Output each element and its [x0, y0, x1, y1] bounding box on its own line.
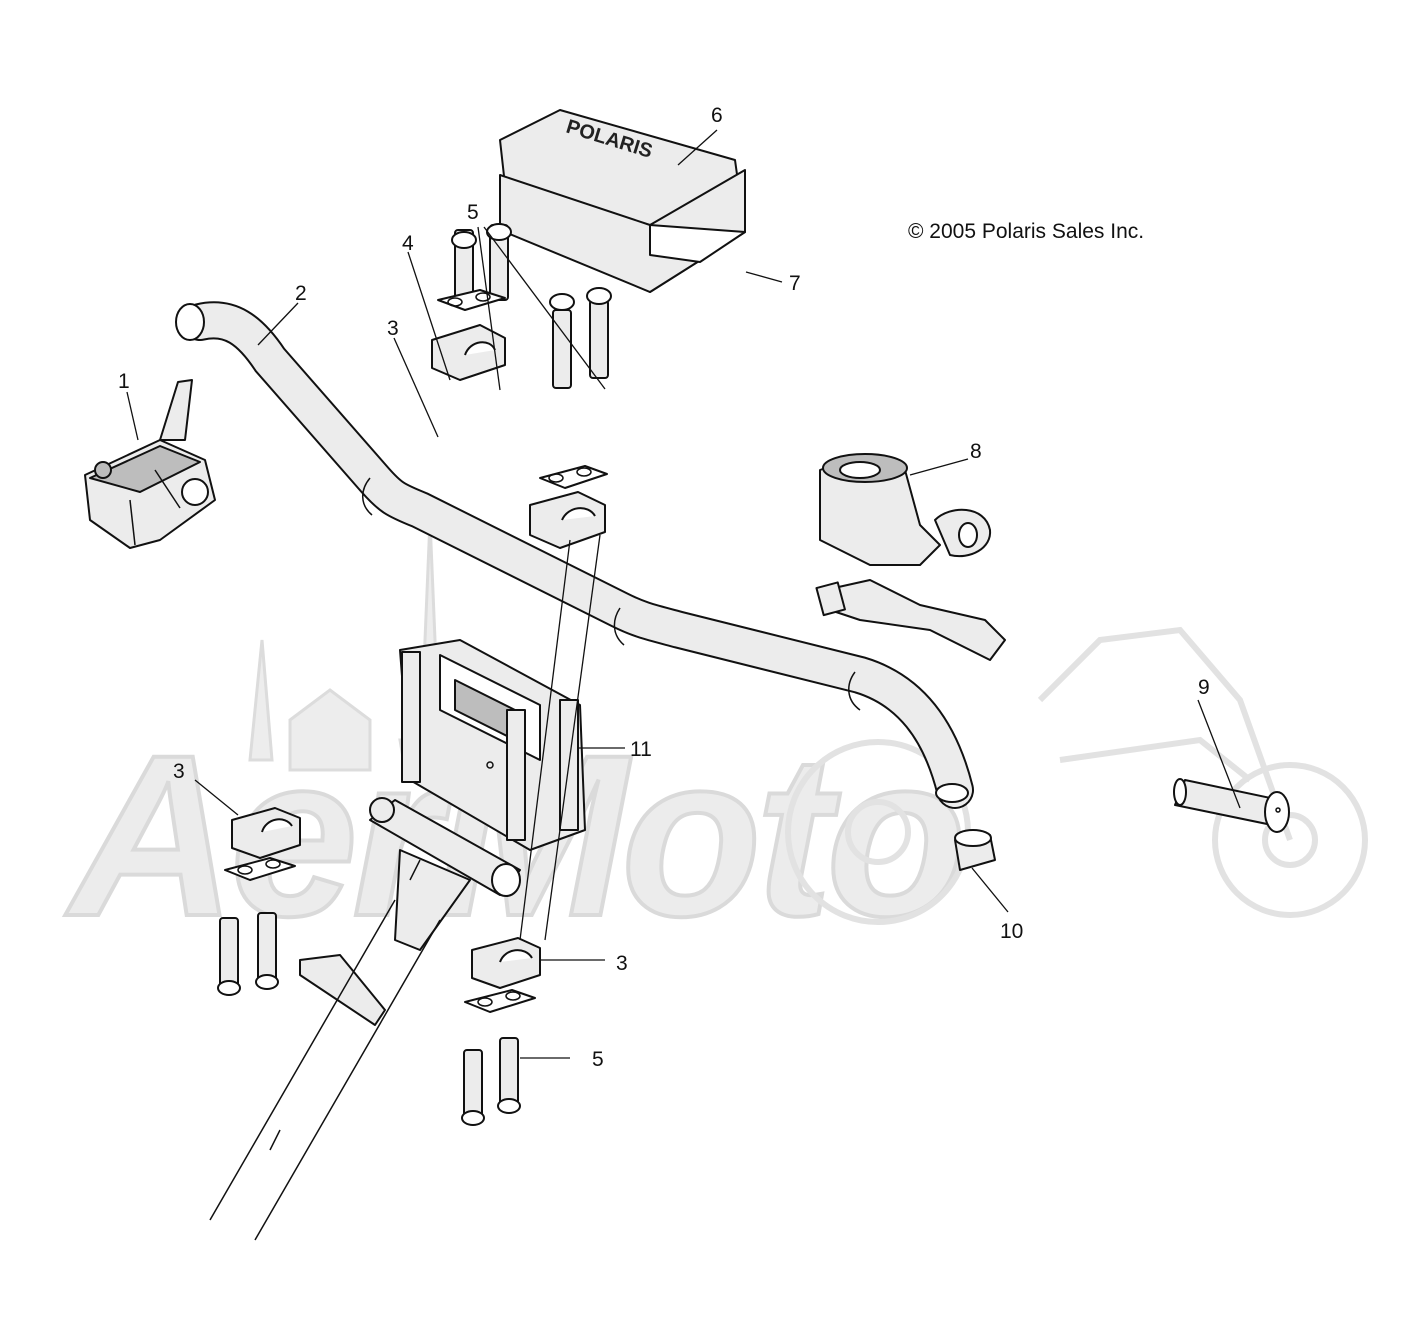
callout-4: 4	[402, 232, 414, 255]
handlebar	[175, 301, 974, 809]
callout-10: 10	[1000, 920, 1023, 943]
handlebar-pad: POLARIS	[499, 109, 746, 293]
callouts: 1 2 3 4 5 6 7 8 9 3 11 10 3 5	[118, 104, 1210, 1071]
callout-11: 11	[630, 738, 652, 761]
callout-3-upper: 3	[387, 317, 399, 340]
callout-5-upper: 5	[467, 201, 479, 224]
leader-lines	[126, 129, 1241, 1059]
upper-bolts	[451, 223, 612, 389]
watermark: AerMoto	[63, 519, 1368, 966]
lower-left-clamp	[217, 807, 301, 996]
upper-clamps	[431, 289, 608, 549]
callout-1: 1	[118, 370, 130, 393]
callout-2: 2	[295, 282, 307, 305]
callout-6: 6	[711, 104, 723, 127]
callout-3-lower: 3	[616, 952, 628, 975]
grip	[1173, 778, 1290, 833]
riser-block	[399, 639, 586, 851]
callout-3-left: 3	[173, 760, 185, 783]
throttle-control	[84, 379, 216, 549]
brake-master-cylinder	[815, 453, 1006, 661]
end-plug	[954, 829, 996, 871]
steering-post	[209, 797, 521, 1241]
callout-8: 8	[970, 440, 982, 463]
callout-9: 9	[1198, 676, 1210, 699]
copyright-text: © 2005 Polaris Sales Inc.	[908, 220, 1144, 243]
lower-center-clamp	[461, 937, 541, 1126]
callout-7: 7	[789, 272, 801, 295]
callout-5-lower: 5	[592, 1048, 604, 1071]
